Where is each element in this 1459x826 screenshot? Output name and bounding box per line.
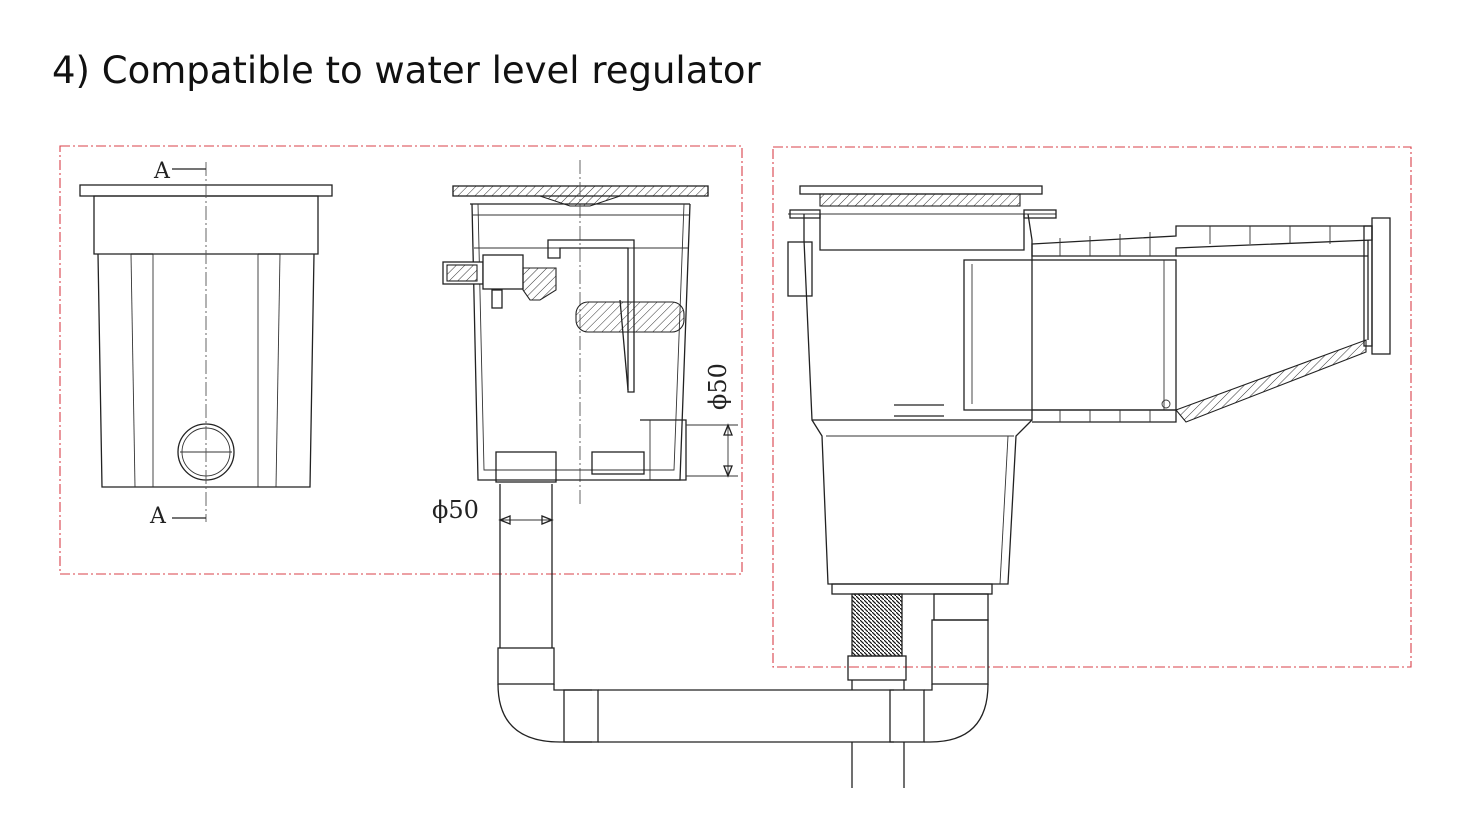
regulator-front-view: A A [79,159,333,529]
regulator-section-view: ϕ50 ϕ50 [432,160,738,525]
dim-side-outlet: ϕ50 [704,363,732,410]
skimmer-body [787,185,1057,681]
section-label-bottom: A [149,504,167,529]
dim-bottom-outlet: ϕ50 [432,496,479,524]
page-title: 4) Compatible to water level regulator [52,49,761,92]
left-group-frame [59,145,743,575]
right-group-frame [772,146,1412,668]
skimmer-throat [963,217,1391,423]
section-label-top: A [153,159,171,184]
connecting-pipework [497,484,989,788]
